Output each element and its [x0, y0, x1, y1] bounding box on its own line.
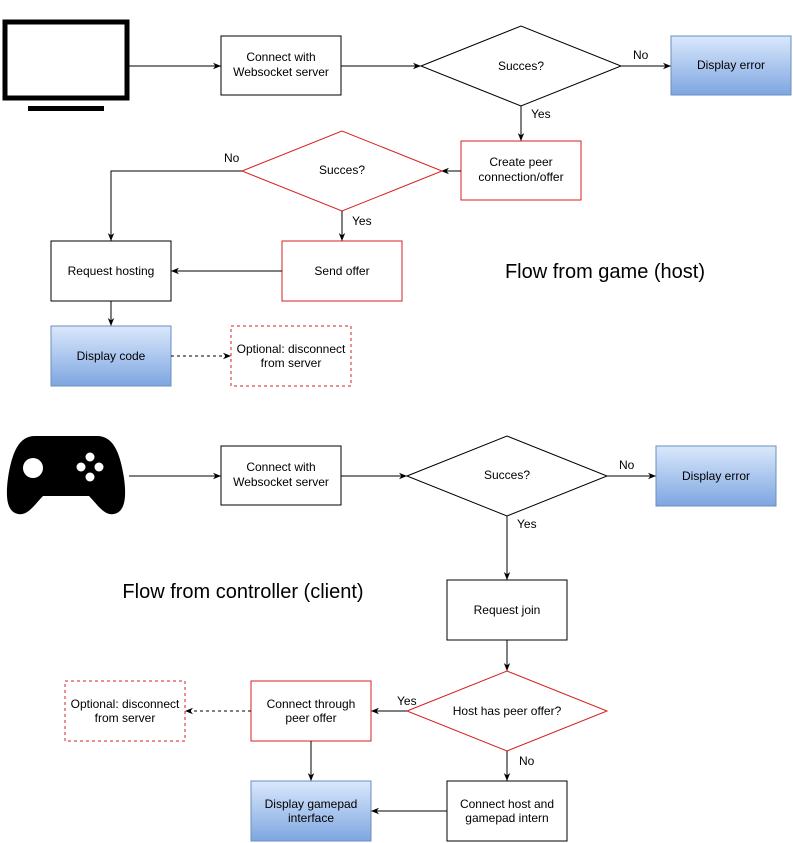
connect-host-line1: Connect host and: [460, 797, 554, 811]
client-success-label: Succes?: [484, 468, 530, 482]
host-yes2-label: Yes: [352, 214, 372, 228]
host-display-error-node: Display error: [670, 35, 792, 96]
send-offer-node: Send offer: [281, 240, 403, 302]
host-success-decision: Succes?: [419, 25, 623, 107]
host-connect-node: Connect with Websocket server: [220, 35, 342, 96]
create-peer-node: Create peer connection/offer: [460, 140, 582, 201]
client-optional-line1: Optional: disconnect: [71, 697, 180, 711]
host-no2-label: No: [224, 151, 240, 165]
send-offer-label: Send offer: [314, 264, 369, 278]
request-hosting-node: Request hosting: [50, 240, 172, 302]
client-display-error-node: Display error: [655, 445, 777, 507]
client-optional-line2: from server: [95, 711, 156, 725]
create-peer-line1: Create peer: [489, 155, 552, 169]
connect-host-line2: gamepad intern: [465, 811, 548, 825]
client-yes2-label: Yes: [397, 694, 417, 708]
display-code-node: Display code: [50, 325, 172, 387]
request-join-node: Request join: [446, 579, 568, 641]
host-success2-decision: Succes?: [240, 130, 444, 212]
request-hosting-label: Request hosting: [68, 264, 155, 278]
connect-peer-line2: peer offer: [285, 711, 336, 725]
host-flow-title: Flow from game (host): [505, 261, 705, 283]
host-success2-label: Succes?: [319, 163, 365, 177]
has-offer-label: Host has peer offer?: [453, 704, 562, 718]
client-flow-title: Flow from controller (client): [122, 581, 363, 603]
monitor-icon: [2, 19, 130, 111]
host-display-error-label: Display error: [697, 58, 765, 72]
client-connect-line2: Websocket server: [233, 475, 329, 489]
gamepad-icon: [6, 436, 126, 515]
host-no-label: No: [633, 48, 649, 62]
host-optional-node: Optional: disconnect from server: [230, 325, 352, 387]
host-connect-line2: Websocket server: [233, 65, 329, 79]
client-connect-node: Connect with Websocket server: [220, 445, 342, 506]
host-optional-line1: Optional: disconnect: [237, 342, 346, 356]
client-connect-line1: Connect with: [246, 460, 315, 474]
edge-success2-to-request-hosting: [107, 170, 242, 241]
connect-host-node: Connect host and gamepad intern: [446, 780, 568, 842]
has-offer-decision: Host has peer offer?: [405, 670, 609, 752]
client-optional-node: Optional: disconnect from server: [64, 680, 186, 742]
display-code-label: Display code: [77, 349, 146, 363]
request-join-label: Request join: [474, 603, 541, 617]
client-no-label: No: [619, 458, 635, 472]
display-gamepad-line2: interface: [288, 811, 334, 825]
display-gamepad-node: Display gamepad interface: [250, 780, 372, 842]
client-display-error-label: Display error: [682, 469, 750, 483]
host-yes-label: Yes: [531, 107, 551, 121]
display-gamepad-line1: Display gamepad: [265, 797, 358, 811]
connect-peer-line1: Connect through: [267, 697, 356, 711]
connect-peer-node: Connect through peer offer: [250, 680, 372, 742]
client-yes-label: Yes: [517, 517, 537, 531]
create-peer-line2: connection/offer: [478, 170, 563, 184]
client-success-decision: Succes?: [405, 435, 609, 517]
host-connect-line1: Connect with: [246, 50, 315, 64]
host-success-label: Succes?: [498, 59, 544, 73]
client-no2-label: No: [519, 754, 535, 768]
host-optional-line2: from server: [261, 356, 322, 370]
